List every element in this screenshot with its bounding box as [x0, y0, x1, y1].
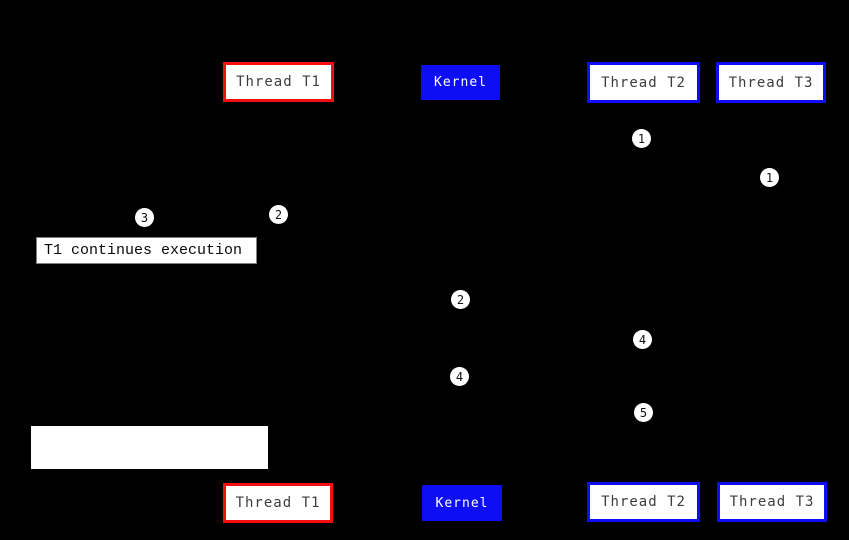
badge-label: 4 — [638, 332, 647, 347]
message-number-badge-5: 5 — [634, 403, 653, 422]
participant-thread-t1-bottom-label: Thread T1 — [235, 495, 321, 511]
participant-thread-t3-top-label: Thread T3 — [728, 74, 814, 91]
badge-label: 3 — [140, 210, 149, 225]
participant-kernel-bottom: Kernel — [422, 485, 502, 521]
badge-label: 1 — [765, 170, 774, 185]
participant-kernel-bottom-label: Kernel — [435, 495, 489, 511]
participant-thread-t2-top-label: Thread T2 — [601, 74, 686, 91]
participant-thread-t2-top: Thread T2 — [587, 62, 700, 103]
message-number-badge-3: 3 — [135, 208, 154, 227]
message-number-badge-2b: 2 — [451, 290, 470, 309]
participant-thread-t3-top: Thread T3 — [716, 62, 826, 103]
note-t1-continues-execution: T1 continues execution — [36, 237, 257, 264]
message-number-badge-1b: 1 — [760, 168, 779, 187]
participant-thread-t2-bottom-label: Thread T2 — [601, 494, 686, 510]
badge-label: 1 — [637, 131, 646, 146]
participant-kernel-top: Kernel — [421, 65, 500, 100]
participant-thread-t1-bottom: Thread T1 — [223, 483, 333, 523]
badge-label: 5 — [639, 405, 648, 420]
participant-thread-t1-top: Thread T1 — [223, 62, 334, 102]
note-text: T1 continues execution — [44, 242, 243, 259]
message-number-badge-1a: 1 — [632, 129, 651, 148]
badge-label: 4 — [455, 369, 464, 384]
participant-thread-t3-bottom: Thread T3 — [717, 482, 827, 522]
participant-thread-t3-bottom-label: Thread T3 — [729, 494, 815, 510]
participant-thread-t2-bottom: Thread T2 — [587, 482, 700, 522]
badge-label: 2 — [456, 292, 465, 307]
message-number-badge-2a: 2 — [269, 205, 288, 224]
message-number-badge-4a: 4 — [633, 330, 652, 349]
note-blank — [31, 426, 268, 469]
message-number-badge-4b: 4 — [450, 367, 469, 386]
participant-thread-t1-top-label: Thread T1 — [236, 74, 321, 90]
participant-kernel-top-label: Kernel — [434, 75, 487, 90]
badge-label: 2 — [274, 207, 283, 222]
